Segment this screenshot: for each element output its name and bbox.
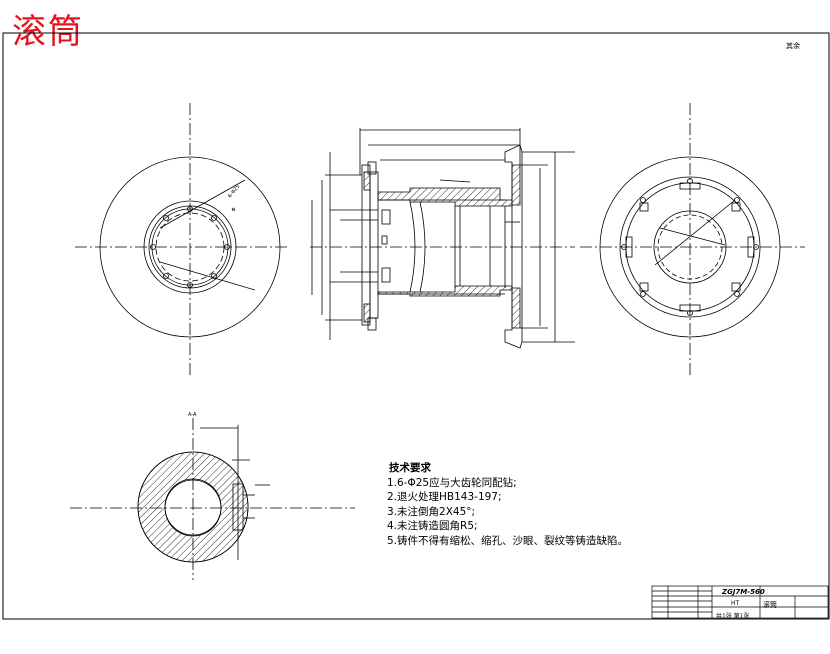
section-label: A-A: [188, 412, 197, 418]
tech-heading: 技术要求: [389, 462, 431, 474]
left-end-view: 6-Φ25 Φ: [75, 103, 290, 378]
section-a-a: [70, 418, 355, 580]
right-end-view: [580, 103, 805, 378]
material: HT: [731, 600, 740, 607]
tech-item-3: 3.未注倒角2X45°;: [387, 505, 476, 518]
tech-item-1: 1.6-Φ25应与大齿轮同配钻;: [387, 476, 517, 489]
tech-item-5: 5.铸件不得有缩松、缩孔、沙眼、裂纹等铸造缺陷。: [387, 534, 629, 547]
technical-requirements: 技术要求 1.6-Φ25应与大齿轮同配钻; 2.退火处理HB143-197; 3…: [387, 461, 628, 548]
drawing-code: ZGJ7M-560: [722, 588, 765, 596]
tech-item-4: 4.未注铸造圆角R5;: [387, 520, 478, 532]
svg-text:Φ: Φ: [231, 207, 238, 213]
sheet-count: 共1张 第1张: [716, 613, 750, 620]
roughness-note: 其余: [786, 42, 800, 50]
part-name: 滚筒: [763, 601, 777, 609]
title-block: [651, 585, 829, 619]
drawing-border: [2, 32, 830, 620]
drawing-title: 滚筒: [12, 12, 84, 52]
svg-text:6-Φ25: 6-Φ25: [227, 184, 241, 200]
main-section-view: [310, 128, 575, 349]
tech-item-2: 2.退火处理HB143-197;: [387, 491, 502, 503]
